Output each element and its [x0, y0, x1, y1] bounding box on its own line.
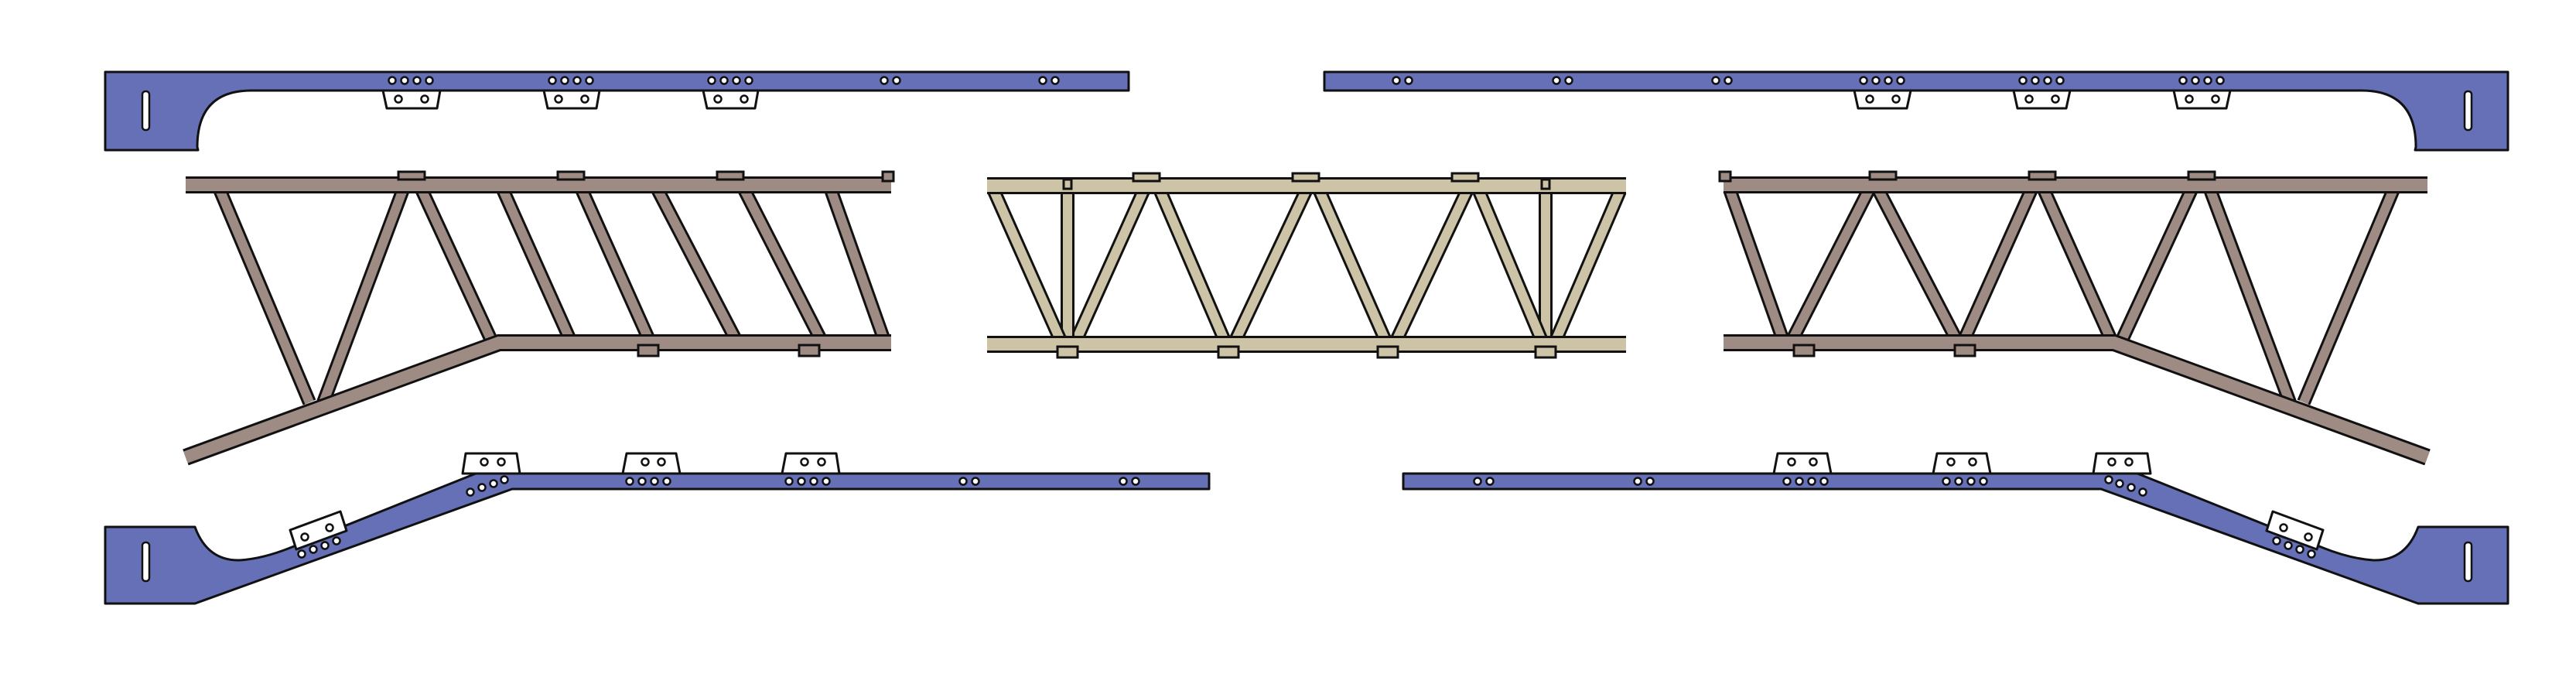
web-member [2205, 187, 2294, 405]
web-member [319, 187, 408, 405]
bolt-holes [297, 457, 1140, 559]
hanger-bracket [461, 452, 521, 475]
truss-center [987, 172, 1627, 359]
node-gusset [1540, 178, 1551, 190]
node-gusset [1868, 170, 1898, 181]
hanger-bracket [381, 89, 442, 110]
node-gusset [1450, 172, 1480, 183]
node-gusset [1953, 344, 1976, 357]
web-member [740, 187, 825, 340]
hanger-bracket [2172, 89, 2232, 110]
plate-body [104, 70, 1130, 152]
hanger-bracket [2092, 452, 2152, 475]
web-member [1072, 189, 1148, 341]
node-gusset [2187, 170, 2216, 181]
truss-left [183, 170, 895, 466]
web-member [1392, 189, 1471, 341]
top-chord-plate-left [104, 70, 1130, 152]
web-member [417, 187, 498, 347]
node-gusset [397, 170, 426, 181]
web-member [1789, 187, 1874, 340]
web-member [1315, 189, 1389, 341]
node-gusset [637, 344, 660, 357]
node-gusset [2028, 170, 2057, 181]
web-member [826, 187, 888, 340]
web-member [989, 189, 1064, 341]
hanger-bracket [1772, 452, 1833, 475]
bolt-holes [1392, 76, 2225, 104]
web-member [1874, 187, 1960, 340]
web-member [2039, 187, 2115, 340]
mounting-slot [2463, 90, 2473, 132]
web-member [1960, 187, 2036, 340]
web-member [653, 187, 740, 340]
web-member [1232, 189, 1310, 341]
web-member [498, 187, 574, 340]
hanger-bracket [542, 89, 601, 110]
web-member [1552, 189, 1625, 341]
node-gusset [716, 170, 745, 181]
node-gusset [1534, 345, 1557, 359]
mounting-slot [2463, 541, 2473, 583]
web-member [215, 187, 314, 405]
plate-body [1323, 70, 2509, 152]
node-gusset [1718, 170, 1732, 183]
node-gusset [1056, 345, 1079, 359]
web-member [1725, 187, 1787, 340]
node-gusset [556, 170, 586, 181]
web-member [1156, 189, 1228, 341]
hanger-bracket [1853, 89, 1912, 110]
hanger-bracket [702, 89, 760, 110]
bolt-holes [388, 76, 1060, 104]
web-member [577, 187, 653, 340]
web-member [2299, 187, 2398, 405]
hanger-bracket [621, 452, 682, 475]
hanger-bracket [781, 452, 841, 475]
node-gusset [1376, 345, 1399, 359]
plate-body [1402, 472, 2509, 605]
bottom-chord [1724, 337, 2430, 463]
node-gusset [1062, 178, 1073, 190]
node-gusset [1132, 172, 1161, 183]
bottom-chord [183, 337, 891, 463]
node-gusset [798, 344, 821, 357]
node-gusset [1217, 345, 1240, 359]
node-gusset [1291, 172, 1320, 183]
node-gusset [881, 170, 895, 183]
bolt-holes [1473, 457, 2316, 559]
web-member [1474, 189, 1546, 341]
truss-right [1718, 170, 2431, 466]
mounting-slot [141, 541, 151, 583]
mounting-slot [141, 90, 151, 132]
hanger-bracket [1932, 452, 1992, 475]
bottom-chord-plate-right [1402, 452, 2509, 605]
bottom-chord-plate-left [104, 452, 1211, 605]
plate-body [104, 472, 1211, 605]
node-gusset [1792, 344, 1816, 357]
web-member [2115, 187, 2196, 347]
top-chord-plate-right [1323, 70, 2509, 152]
hanger-bracket [2012, 89, 2072, 110]
